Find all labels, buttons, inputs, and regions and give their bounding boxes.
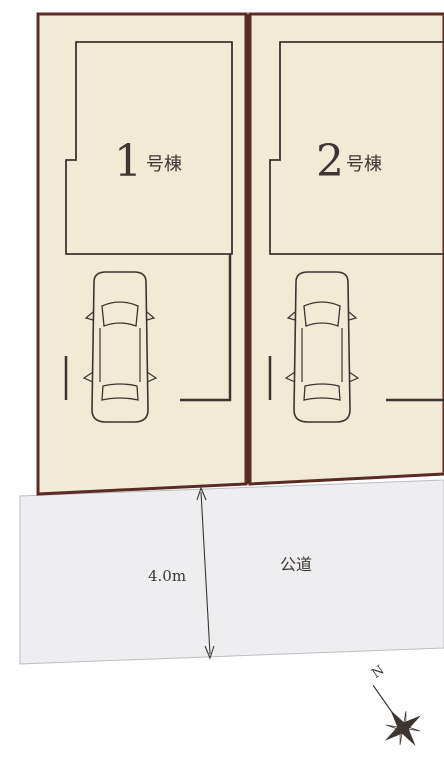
lot-2-building-outline [269, 41, 444, 255]
lot-1: 1 号棟 [36, 12, 248, 496]
lot-1-car-icon [82, 271, 158, 423]
lot-1-suffix: 号棟 [146, 154, 182, 175]
compass-rose-icon [372, 685, 422, 747]
lot-1-building-outline [65, 41, 233, 255]
compass-north-label: N [369, 663, 387, 682]
lot-2-car-icon [284, 271, 360, 423]
lot-2-number: 2 [316, 136, 344, 187]
lot-2-boundary [248, 12, 444, 486]
lot-1-number: 1 [114, 136, 142, 187]
road-surface [19, 479, 444, 665]
public-road: 4.0m 公道 [19, 479, 444, 665]
lot-2-suffix: 号棟 [346, 154, 382, 175]
lot-2: 2 号棟 [246, 12, 444, 486]
lot-1-parking-mark-right [180, 254, 232, 402]
road-label: 公道 [280, 555, 312, 574]
road-width-dimension [196, 486, 215, 660]
road-width-label: 4.0m [148, 567, 186, 585]
